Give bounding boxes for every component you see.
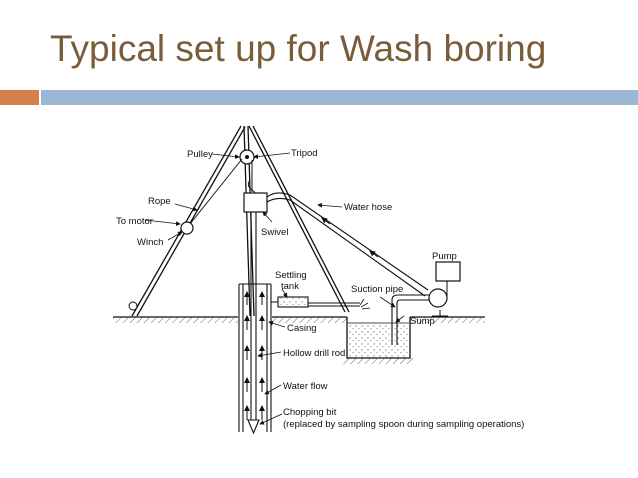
label-pulley: Pulley xyxy=(187,149,213,160)
label-tripod: Tripod xyxy=(291,148,318,159)
casing xyxy=(238,283,272,432)
water-hose xyxy=(266,192,429,297)
label-swivel: Swivel xyxy=(261,227,288,238)
slide-title: Typical set up for Wash boring xyxy=(50,28,547,69)
label-chopping-bit: Chopping bit xyxy=(283,407,337,418)
label-settling: Settling xyxy=(275,270,307,281)
swivel xyxy=(243,192,268,213)
label-water-hose: Water hose xyxy=(344,202,392,213)
label-pump: Pump xyxy=(432,251,457,262)
label-casing: Casing xyxy=(287,323,317,334)
ground xyxy=(113,316,485,323)
label-winch: Winch xyxy=(137,237,163,248)
chopping-bit xyxy=(247,419,260,435)
rope xyxy=(189,158,243,225)
label-sump: Sump xyxy=(410,316,435,327)
label-rope: Rope xyxy=(148,196,171,207)
accent-bar-orange xyxy=(0,90,39,105)
water-flow-arrows xyxy=(244,291,265,420)
label-to-motor: To motor xyxy=(116,216,153,227)
label-suction-pipe: Suction pipe xyxy=(351,284,403,295)
label-tank: tank xyxy=(281,281,299,292)
sump xyxy=(343,317,414,364)
winch xyxy=(180,221,194,235)
settling-tank xyxy=(271,296,360,308)
label-chopping-bit-note: (replaced by sampling spoon during sampl… xyxy=(283,419,524,430)
accent-bar-blue xyxy=(41,90,638,105)
label-water-flow: Water flow xyxy=(283,381,328,392)
label-hollow-drill-rod: Hollow drill rod xyxy=(283,348,345,359)
pump xyxy=(435,261,461,282)
tripod-foot xyxy=(128,301,138,311)
hollow-drill-rod xyxy=(250,212,257,420)
suction-pipe xyxy=(391,294,430,345)
